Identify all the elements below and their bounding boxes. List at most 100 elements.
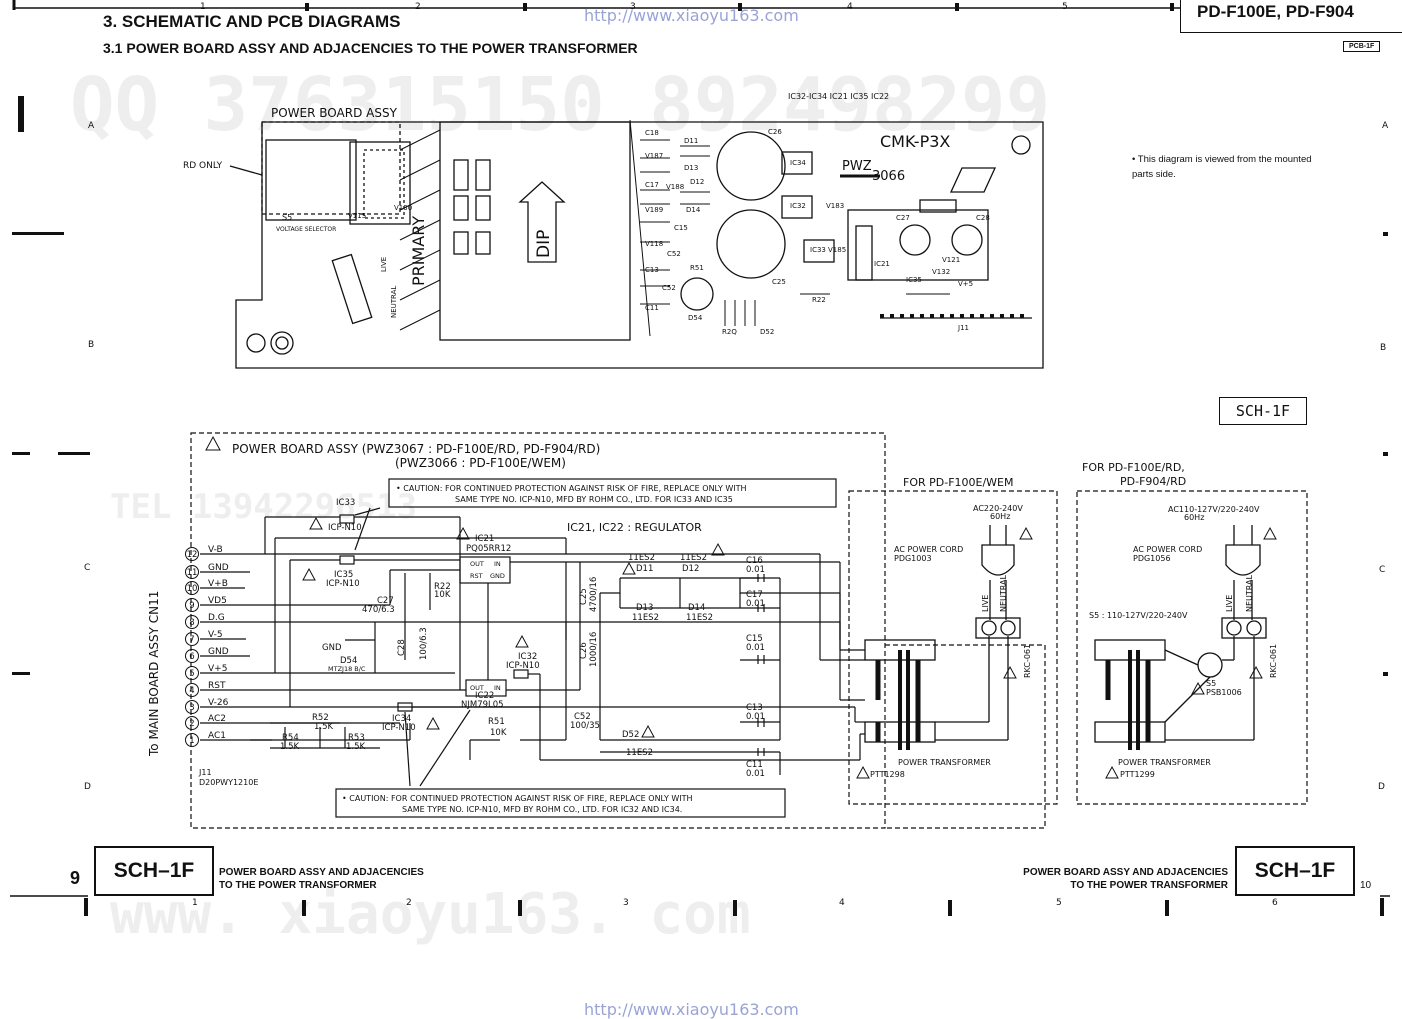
ic22-label: IC22 (475, 691, 494, 701)
ic22-in-pin: IN (494, 684, 501, 692)
c25-label: C25 (579, 588, 589, 605)
gnd-label: GND (322, 643, 342, 653)
c17-value: 0.01 (746, 599, 765, 609)
pcb-comp: V189 (645, 206, 663, 214)
watermark-site: www. xiaoyu163. com (110, 882, 751, 947)
wem-transformer-part: PTT1298 (870, 770, 905, 779)
caption-left: POWER BOARD ASSY AND ADJACENCIES TO THE … (219, 866, 424, 892)
pcb-board-label: POWER BOARD ASSY (271, 106, 398, 120)
pcb-ic-labels: IC32-IC34 IC21 IC35 IC22 (788, 92, 889, 101)
pcb-comp: R51 (690, 264, 704, 272)
url-bottom[interactable]: http://www.xiaoyu163.com (584, 1000, 799, 1019)
grid-row-c: C (84, 563, 90, 573)
pcb-comp: C13 (645, 266, 659, 274)
grid-row-c-right: C (1379, 565, 1385, 575)
r51-label: R51 (488, 717, 505, 727)
d12-label: D12 (682, 564, 699, 574)
wem-freq: 60Hz (990, 512, 1010, 521)
ic33-label: IC33 (336, 498, 355, 508)
pcb-pwz: PWZ (842, 159, 872, 174)
url-top[interactable]: http://www.xiaoyu163.com (584, 6, 799, 25)
d13-label: D13 (636, 603, 653, 613)
rd-title-2: PD-F904/RD (1120, 475, 1186, 488)
grid-col-1-bottom: 1 (192, 898, 198, 908)
grid-row-a-right: A (1382, 121, 1389, 131)
wem-cord-part: PDG1003 (894, 554, 932, 563)
ic21-rst-pin: RST (470, 572, 483, 580)
c26-value: 1000/16 (589, 632, 599, 667)
pin-label: V+B (208, 579, 228, 589)
caution-top-2: SAME TYPE NO. ICP-N10, MFD BY ROHM CO., … (455, 495, 733, 504)
wem-live: LIVE (981, 595, 990, 612)
r52-label: R52 (312, 713, 329, 723)
r53-label: R53 (348, 733, 365, 743)
caption-right: POWER BOARD ASSY AND ADJACENCIES TO THE … (1008, 866, 1228, 892)
ic32-label: IC32 (518, 652, 537, 662)
pcb-pwz-number: 3066 (872, 169, 905, 184)
c52-label: C52 (574, 712, 591, 722)
pin-label: V-26 (208, 698, 229, 708)
pcb-comp: V+5 (958, 280, 973, 288)
pin-label: AC2 (208, 714, 226, 724)
pcb-comp: C11 (645, 304, 659, 312)
section-title: 3. SCHEMATIC AND PCB DIAGRAMS (103, 12, 401, 31)
subsection-title: 3.1 POWER BOARD ASSY AND ADJACENCIES TO … (103, 40, 638, 56)
pcb-comp: V187 (645, 152, 663, 160)
pcb-comp: D11 (684, 137, 698, 145)
grid-row-a: A (88, 121, 95, 131)
pcb-rd-only: RD ONLY (183, 161, 223, 171)
pin-number: 9 (189, 601, 194, 611)
pcb-comp: IC32 (790, 202, 806, 210)
watermark-qq: QQ 376315150 892498299 (70, 62, 1051, 148)
ic35-label: IC35 (334, 570, 353, 580)
grid-col-5-bottom: 5 (1056, 898, 1062, 908)
pcb-comp: D52 (760, 328, 774, 336)
c52-value: 100/35 (570, 721, 600, 731)
c16-value: 0.01 (746, 565, 765, 575)
model-box (1180, 0, 1402, 33)
schematic-board-title-2: (PWZ3066 : PD-F100E/WEM) (395, 456, 566, 470)
grid-row-d-right: D (1378, 782, 1385, 792)
caption-left-line-2: TO THE POWER TRANSFORMER (219, 880, 377, 891)
d14-label: D14 (688, 603, 705, 613)
rd-transformer: POWER TRANSFORMER (1118, 758, 1211, 767)
r52-value: 1.5K (314, 722, 334, 732)
rd-freq: 60Hz (1184, 513, 1204, 522)
pcb-comp: V130 (394, 204, 412, 212)
page-number-right: 10 (1360, 880, 1372, 891)
pin-label: GND (208, 563, 229, 573)
connector-title: To MAIN BOARD ASSY CN11 (147, 591, 161, 757)
pcb-comp: C52 (667, 250, 681, 258)
c11-value: 0.01 (746, 769, 765, 779)
grid-row-d: D (84, 782, 91, 792)
grid-col-4-bottom: 4 (839, 898, 845, 908)
pcb-comp: C17 (645, 181, 659, 189)
pcb-tag: PCB-1F (1343, 41, 1381, 52)
c26-label: C26 (579, 642, 589, 659)
connector-part-no: D20PWY1210E (199, 778, 258, 787)
ic22-part: NJM79L05 (461, 700, 504, 710)
pin-number: 3 (189, 703, 194, 713)
rd-selector: S5 : 110-127V/220-240V (1089, 611, 1188, 620)
d52-label: D52 (622, 730, 639, 740)
ic21-out-pin: OUT (470, 560, 484, 568)
pcb-comp: R2Q (722, 328, 737, 336)
rd-terminal: RKC-061 (1269, 644, 1278, 678)
ic32-part: ICP-N10 (506, 661, 540, 671)
pcb-dip: DIP (534, 230, 554, 258)
pcb-comp: V121 (942, 256, 960, 264)
pcb-comp: V188 (666, 183, 684, 191)
pin-label: VD5 (208, 596, 227, 606)
d54-label: D54 (340, 656, 357, 666)
ic21-label: IC21 (475, 534, 494, 544)
wem-cord: AC POWER CORD (894, 545, 963, 554)
pcb-primary: PRIMARY (409, 216, 428, 286)
d14-part: 11ES2 (686, 613, 713, 623)
pin-label: D.G (208, 613, 225, 623)
pin-number: 10 (187, 584, 198, 594)
grid-col-1: 1 (200, 2, 206, 12)
pcb-comp: C18 (645, 129, 659, 137)
ic34-part: ICP-N10 (382, 723, 416, 733)
wem-voltage: AC220-240V (973, 504, 1023, 513)
